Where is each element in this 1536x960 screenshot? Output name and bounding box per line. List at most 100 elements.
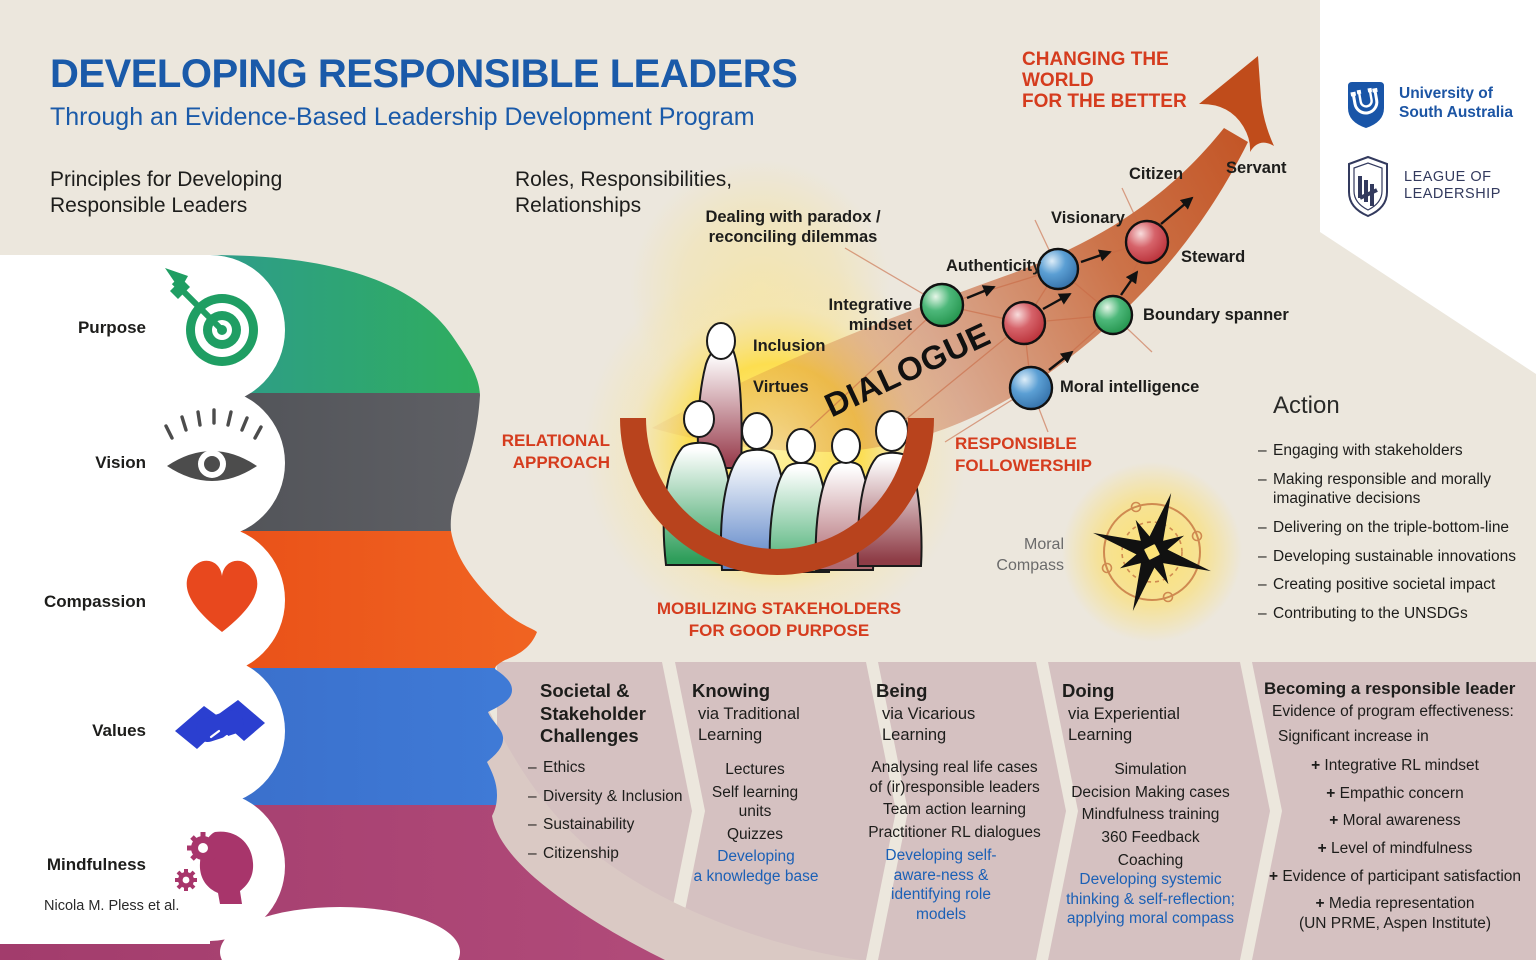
heart-icon (186, 560, 258, 632)
action-item: Creating positive societal impact (1258, 575, 1526, 595)
band4-title: Doing (1062, 680, 1115, 701)
label-boundary-spanner: Boundary spanner (1143, 306, 1289, 324)
principles-heading: Principles for Developing Responsible Le… (50, 168, 283, 218)
band5-items: Integrative RL mindset Empathic concern … (1266, 756, 1524, 934)
label-steward: Steward (1181, 248, 1246, 266)
league-logo-icon (1348, 155, 1388, 218)
band-item: Team action learning (882, 801, 1027, 819)
band-section-shape (878, 662, 1066, 960)
page-subtitle: Through an Evidence-Based Leadership Dev… (50, 103, 755, 131)
principle-label-vision: Vision (95, 453, 146, 472)
competency-nodes (919, 219, 1170, 411)
label-relational-approach: RELATIONAL APPROACH (501, 431, 610, 472)
band3-title: Being (876, 680, 928, 701)
node-visionary (1124, 219, 1170, 265)
band2-items: Lectures Self learning units Quizzes (680, 760, 830, 845)
outcome-item: Level of mindfulness (1266, 839, 1524, 859)
label-mobilizing-stakeholders: MOBILIZING STAKEHOLDERS FOR GOOD PURPOSE (656, 599, 902, 640)
outcome-item: Evidence of participant satisfaction (1266, 867, 1524, 887)
principle-label-mindfulness: Mindfulness (46, 855, 146, 874)
action-item: Contributing to the UNSDGs (1258, 604, 1526, 624)
label-inclusion: Inclusion (753, 337, 826, 355)
band-item: Lectures (725, 761, 785, 778)
growth-arrow (652, 56, 1274, 452)
outcome-item: Moral awareness (1266, 811, 1524, 831)
credit: Nicola M. Pless et al. (44, 898, 180, 914)
changing-world-label: CHANGING THE WORLD FOR THE BETTER (1022, 49, 1187, 112)
program-band (497, 662, 1536, 960)
label-virtues: Virtues (753, 378, 809, 396)
action-item: Engaging with stakeholders (1258, 441, 1526, 461)
gear-small (175, 869, 197, 891)
moral-compass-icon (1093, 493, 1211, 611)
band-item: Self learning units (711, 783, 799, 821)
eye-icon (164, 408, 263, 481)
outcome-item: Empathic concern (1266, 784, 1524, 804)
band2-outcome: Developing a knowledge base (693, 848, 819, 885)
band-item: 360 Feedback (1101, 829, 1200, 847)
band2-title: Knowing (692, 680, 771, 701)
neck-silhouette (461, 700, 860, 960)
node-boundary-spanner (1092, 294, 1134, 336)
outcome-item: Media representation (UN PRME, Aspen Ins… (1266, 894, 1524, 933)
band4-items: Simulation Decision Making cases Mindful… (1063, 760, 1238, 870)
label-responsible-followership: RESPONSIBLE FOLLOWERSHIP (955, 434, 1092, 475)
band-item: Practitioner RL dialogues (868, 824, 1041, 842)
principle-label-values: Values (92, 721, 146, 740)
label-authenticity: Authenticity (946, 257, 1042, 275)
band4-via: via Experiential Learning (1068, 705, 1180, 744)
mind-gears-icon (175, 831, 254, 904)
target-icon (165, 268, 258, 366)
band5-sub2: Significant increase in (1278, 728, 1429, 745)
band-item: Decision Making cases (1071, 783, 1230, 801)
label-visionary: Visionary (1051, 209, 1125, 227)
compass-glow (1062, 462, 1242, 642)
label-citizen: Citizen (1129, 165, 1184, 183)
league-logo-text: LEAGUE OF LEADERSHIP (1404, 169, 1501, 202)
band-item: Quizzes (727, 826, 783, 844)
band3-items: Analysing real life cases of (ir)respons… (862, 758, 1047, 843)
label-paradox: Dealing with paradox / reconciling dilem… (705, 208, 881, 246)
action-item: Developing sustainable innovations (1258, 547, 1526, 567)
principle-label-compassion: Compassion (43, 592, 146, 611)
outcome-item: Integrative RL mindset (1266, 756, 1524, 776)
action-heading: Action (1273, 392, 1340, 419)
action-item: Making responsible and morally imaginati… (1258, 470, 1526, 509)
gear-large (187, 832, 219, 864)
band3-outcome: Developing self- aware-ness & identifyin… (885, 847, 997, 924)
handshake-icon (175, 700, 265, 749)
node-center (1001, 300, 1047, 346)
band-section-shape (1048, 662, 1270, 960)
band-item: Mindfulness training (1081, 806, 1220, 824)
person-silhouette (696, 322, 743, 469)
band-item: Sustainability (528, 815, 703, 835)
mobilizing-bowl (620, 417, 934, 575)
band-item: Ethics (528, 758, 703, 778)
principle-label-purpose: Purpose (77, 318, 146, 337)
band-item: Diversity & Inclusion (528, 787, 703, 807)
band-item: Citizenship (528, 844, 703, 864)
band-item: Coaching (1117, 851, 1184, 869)
label-servant: Servant (1226, 159, 1287, 177)
band-item: Simulation (1114, 761, 1187, 778)
band3-via: via Vicarious Learning (882, 705, 976, 744)
action-item: Delivering on the triple-bottom-line (1258, 518, 1526, 538)
roles-heading: Roles, Responsibilities, Relationships (515, 168, 733, 218)
band2-via: via Traditional Learning (698, 705, 800, 744)
band5-title: Becoming a responsible leader (1264, 679, 1516, 698)
band5-sub1: Evidence of program effectiveness: (1272, 703, 1514, 720)
progression-arrows (966, 196, 1194, 371)
page-title: DEVELOPING RESPONSIBLE LEADERS (50, 52, 798, 96)
unisa-logo-icon (1348, 82, 1384, 128)
band-section-shape (675, 662, 896, 960)
node-integrative-mindset (919, 282, 965, 328)
band1-title: Societal & Stakeholder Challenges (540, 680, 646, 747)
node-moral-intelligence (1008, 365, 1054, 411)
action-list: Engaging with stakeholders Making respon… (1258, 441, 1526, 624)
label-moral-intelligence: Moral intelligence (1060, 378, 1200, 396)
band4-outcome: Developing systemic thinking & self-refl… (1066, 871, 1235, 928)
band1-items: Ethics Diversity & Inclusion Sustainabil… (528, 758, 703, 864)
label-moral-compass: Moral Compass (996, 536, 1064, 574)
